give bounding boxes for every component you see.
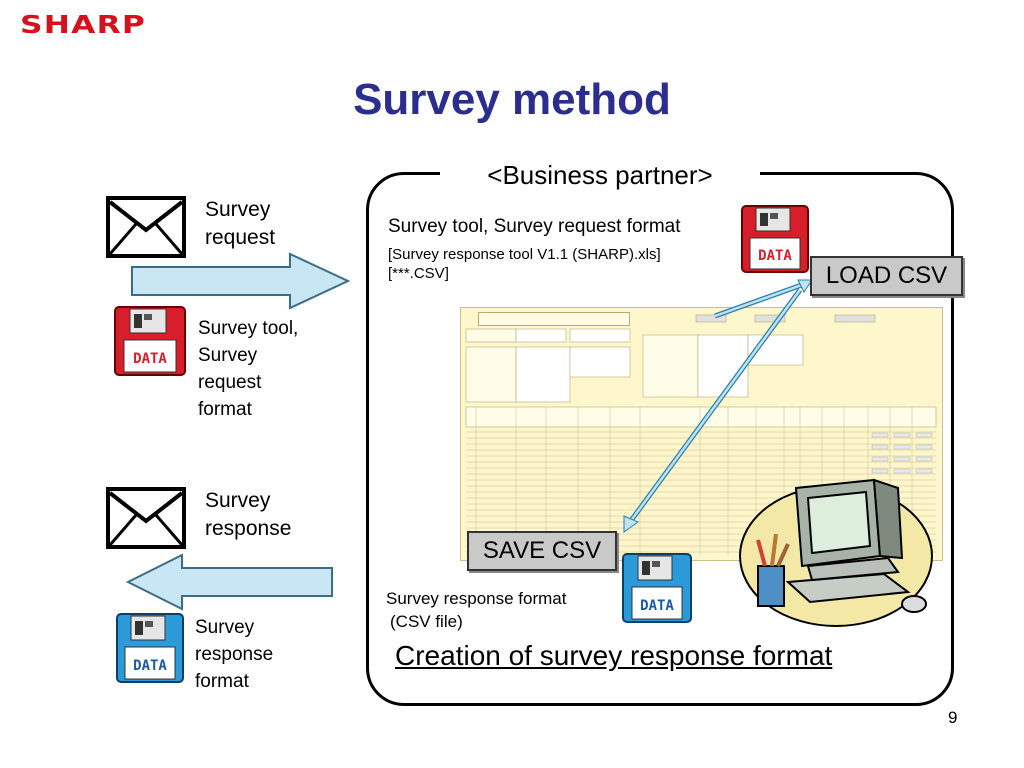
creation-caption: Creation of survey response format [395, 640, 833, 671]
sharp-logo: SHARP [20, 10, 147, 39]
floppy-disk-data-icon: DATA [741, 205, 809, 273]
load-csv-button[interactable]: LOAD CSV [810, 256, 963, 296]
floppy-disk-data-icon: DATA [116, 613, 184, 683]
svg-text:DATA: DATA [133, 658, 167, 674]
svg-text:DATA: DATA [758, 248, 792, 264]
csv-flow-arrows [623, 279, 813, 533]
spreadsheet-title-cell [478, 312, 630, 326]
envelope-icon [106, 196, 186, 258]
floppy-disk-data-icon: DATA [114, 306, 186, 376]
svg-text:DATA: DATA [133, 351, 167, 367]
slide-title: Survey method [353, 75, 671, 124]
save-csv-button[interactable]: SAVE CSV [467, 531, 617, 571]
response-format-file: (CSV file) [390, 612, 463, 631]
page-number: 9 [948, 708, 958, 727]
tool-file-name: [Survey response tool V1.1 (SHARP).xls] [388, 246, 661, 263]
arrow-right-icon [131, 252, 351, 310]
csv-file-name: [***.CSV] [388, 265, 449, 282]
response-format-label: Survey response format [386, 589, 567, 608]
envelope-icon [106, 487, 186, 549]
svg-text:DATA: DATA [640, 598, 674, 614]
tool-title: Survey tool, Survey request format [388, 216, 681, 237]
arrow-left-icon [126, 553, 333, 611]
computer-clipart-icon [739, 478, 933, 627]
floppy-disk-data-icon: DATA [622, 553, 692, 623]
business-partner-header: <Business partner> [440, 158, 760, 192]
